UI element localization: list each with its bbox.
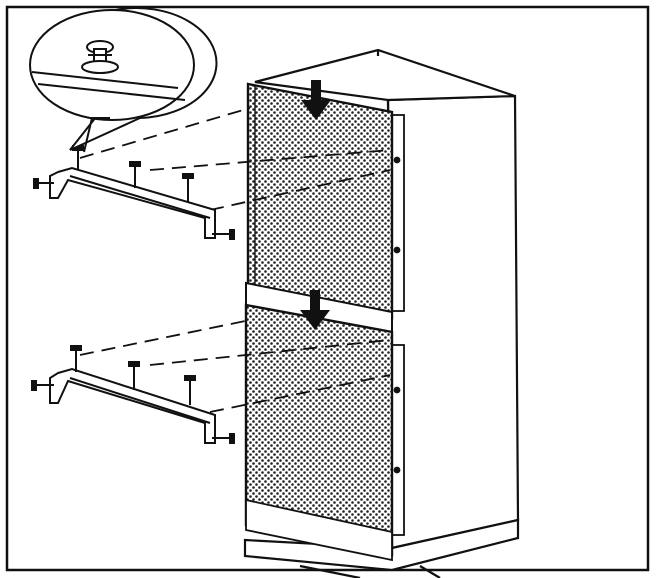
upper-decor-panel bbox=[246, 82, 394, 320]
down-arrow-icon bbox=[301, 80, 331, 120]
screw-icon bbox=[129, 161, 141, 188]
outer-frame bbox=[5, 5, 650, 572]
lower-mounting-bracket bbox=[31, 345, 235, 444]
screw-detail-magnifier-icon bbox=[29, 7, 218, 151]
screw-icon bbox=[212, 433, 235, 444]
screw-icon bbox=[33, 178, 54, 189]
upper-mounting-bracket bbox=[33, 145, 235, 240]
screw-icon bbox=[182, 173, 194, 202]
upper-guide-lines bbox=[79, 107, 391, 211]
screw-icon bbox=[31, 380, 54, 391]
screw-icon bbox=[128, 361, 140, 390]
door-edge-strip bbox=[389, 114, 405, 536]
callout-pointer bbox=[83, 117, 110, 153]
lower-decor-panel bbox=[244, 303, 394, 562]
screw-icon bbox=[70, 345, 82, 372]
down-arrow-icon bbox=[300, 290, 330, 330]
screw-icon bbox=[212, 229, 235, 240]
lower-guide-lines bbox=[79, 319, 391, 413]
screw-icon bbox=[184, 375, 196, 405]
